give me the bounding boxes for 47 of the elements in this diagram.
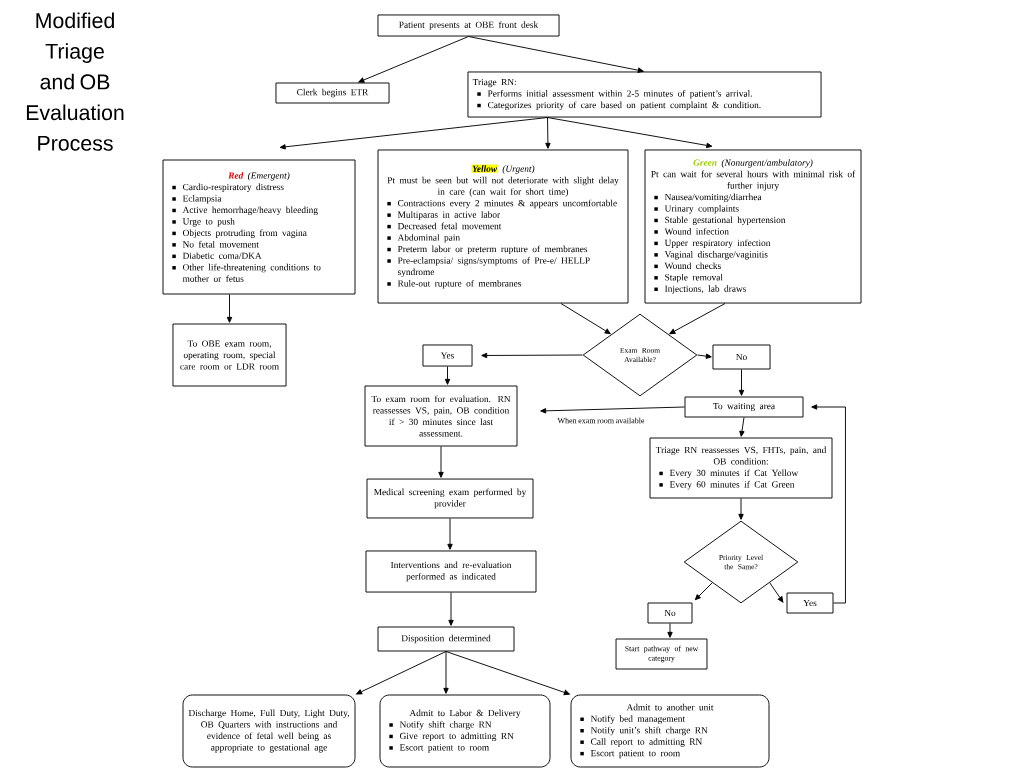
answer-box: Yes	[786, 592, 834, 614]
process-box: Triage RN reassesses VS, FHTs, pain, and OB condition: Every 30 minutes if Cat Yellow Every 60 minutes if Cat Green	[649, 437, 833, 499]
outcome-box: Admit to Labor & Delivery Notify shift charge RN Give report to admitting RN Escort patient to room	[379, 694, 551, 768]
arrow	[468, 36, 644, 73]
arrow	[279, 117, 548, 150]
process-box: Clerk begins ETR	[275, 82, 390, 104]
arrow	[545, 117, 551, 149]
triage-category-box: Yellow (Urgent) Pt must be seen but will not deteriorate with slight delay in care (can wait for short time) Contractions every 2 minutes & appears uncomfortable Multiparas in active labor Decreased fetal movement Abdominal pain Preterm labor or preterm rupture of membranes Pre-eclampsia/ signs/symptoms of Pre-e/ HELLP syndrome Rule-out rupture of membranes	[377, 149, 629, 304]
triage-category-box: Red (Emergent) Cardio-respiratory distress Eclampsia Active hemorrhage/heavy bleeding Urge to push Objects protruding from vagina No fetal movement Diabetic coma/DKA Other life-threatening conditions to mother or fetus	[162, 159, 356, 295]
arrow	[694, 582, 713, 601]
arrow	[358, 36, 469, 83]
arrow	[438, 446, 444, 478]
process-box: Triage RN: Performs initial assessment within 2-5 minutes of patient’s arrival. Categorizes priority of care based on patient complaint & condition.	[467, 71, 822, 118]
arrow	[445, 651, 570, 696]
process-box: Patient presents at OBE front desk	[377, 14, 560, 37]
arrow	[448, 592, 454, 626]
arrow	[738, 498, 744, 520]
arrow	[540, 406, 685, 414]
process-box: To waiting area	[684, 396, 804, 418]
process-box: To OBE exam room, operating room, special care room or LDR room	[172, 323, 287, 387]
process-box: Disposition determined	[377, 626, 515, 652]
answer-box: No	[647, 602, 693, 624]
arrow	[447, 517, 453, 550]
arrow	[444, 366, 451, 385]
arrow	[547, 117, 713, 149]
arrow	[443, 651, 449, 694]
arrow	[739, 417, 745, 437]
arrow	[667, 623, 673, 638]
arrow	[226, 294, 233, 323]
triage-category-box: Green (Nonurgent/ambulatory) Pt can wait for several hours with minimal risk of further injury Nausea/vomiting/diarrhea Urinary complaints Stable gestational hypertension Wound infection Upper respiratory infection Vaginal discharge/vaginitis Wound checks Staple removal Injections, lab draws	[644, 149, 862, 304]
process-box: To exam room for evaluation. RN reassesses VS, pain, OB condition if > 30 minutes since last assessment.	[364, 385, 518, 447]
answer-box: No	[712, 344, 771, 370]
answer-box: Yes	[422, 344, 473, 367]
outcome-box: Discharge Home, Full Duty, Light Duty, OB Quarters with instructions and evidence of fetal well being as appropriate to gestational age	[182, 694, 356, 768]
arrow	[738, 369, 745, 396]
arrow	[356, 651, 447, 695]
outcome-box: Admit to another unit Notify bed management Notify unit’s shift charge RN Call report to admitting RN Escort patient to room	[570, 694, 770, 768]
arrow	[697, 353, 712, 359]
arrow	[811, 404, 846, 604]
process-box: Interventions and re-evaluation performed as indicated	[365, 550, 537, 593]
title: Modified Triage and OB Evaluation Process	[26, 12, 124, 151]
edge-label: When exam room available	[557, 417, 645, 424]
arrow	[481, 352, 583, 359]
arrow	[669, 303, 726, 335]
process-box: Medical screening exam performed by provider	[366, 478, 534, 519]
arrow	[560, 303, 611, 335]
arrow	[769, 582, 784, 603]
